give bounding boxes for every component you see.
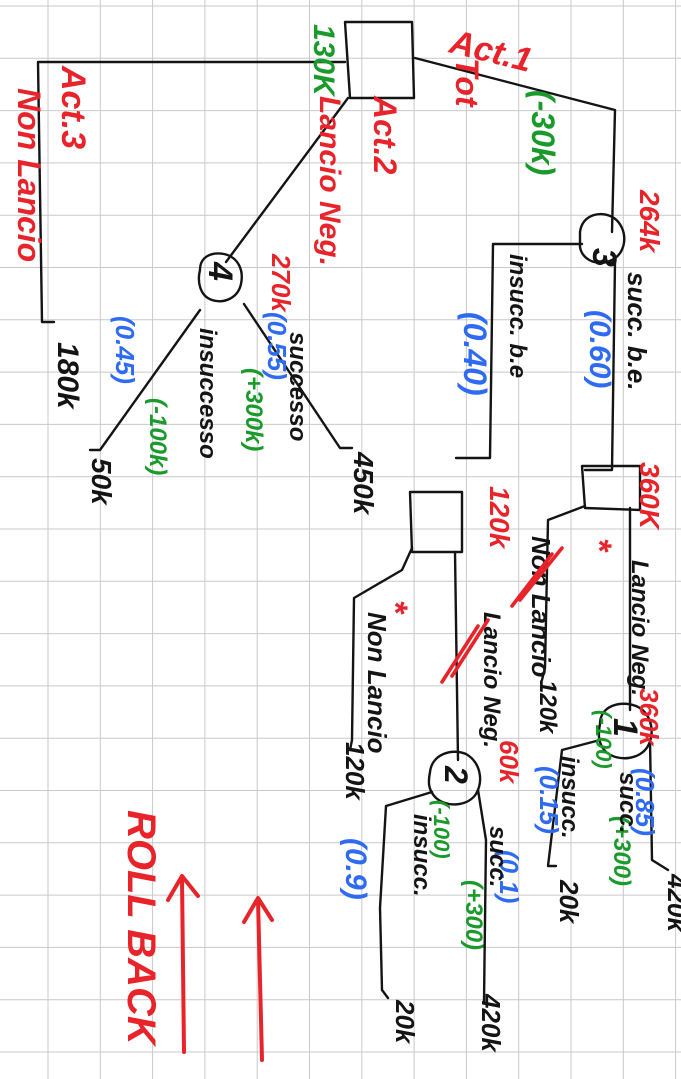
succ-be-label: succ. b.e. (622, 272, 652, 391)
branch-b-lancio (453, 550, 460, 762)
lancio-neg-top-label: Lancio Neg. (626, 560, 653, 696)
branch-node3-insucc (454, 242, 584, 460)
payoff-20k-node1: 20k (554, 879, 584, 925)
prune-mark-lancio-b2 (440, 624, 480, 684)
payoff-180k: 180k (51, 342, 84, 410)
ev-360k-label: 360K (634, 462, 665, 531)
gain-300-node2-label: (+300) (460, 880, 487, 950)
decision-node-b (408, 490, 464, 554)
decision-node-a (580, 464, 642, 512)
loss-100-node1-label: (-100) (591, 710, 616, 769)
branch-node2-insucc (378, 790, 434, 1000)
gain-300-node1-label: (+300) (608, 816, 635, 886)
prune-mark-non-lancio-a2 (510, 552, 554, 608)
branch-node1-insucc (546, 738, 602, 868)
prob-01-label: (0.1) (494, 850, 524, 903)
node-3-number: 3 (585, 248, 623, 267)
branch-b-non-lancio (348, 546, 414, 752)
branch-act3 (36, 60, 347, 324)
chance-node-4 (197, 252, 243, 303)
roll-back-arrow-upper (166, 874, 200, 1054)
star-non-lancio: * (376, 600, 414, 615)
payoff-420k-node2: 420k (476, 993, 506, 1053)
cost-130k-label: 130K (307, 24, 340, 98)
cost-minus-30k-label: (-30k) (525, 90, 561, 175)
gain-300k-node4-label: (+300k) (240, 368, 267, 451)
pruned-marks (440, 546, 564, 684)
tree-branches (36, 20, 670, 1004)
prob-055-label: (0.55) (262, 312, 292, 380)
ev-360k-node1-label: 360k (634, 688, 664, 747)
payoff-450k: 450k (348, 451, 379, 516)
payoff-120k-bottom: 120k (340, 742, 370, 801)
succ-node1-label: succ. (614, 772, 641, 833)
payoff-420k: 420k (662, 873, 681, 933)
prune-mark-lancio-b1 (450, 618, 490, 678)
prob-060-label: (0.60) (583, 310, 616, 388)
insuccesso-node4-label: insuccesso (194, 328, 221, 459)
branch-act1-tot (413, 56, 617, 234)
chance-node-2 (427, 750, 482, 806)
ev-120k-label: 120k (484, 486, 515, 550)
loss-100-node2-label: (-100) (429, 800, 454, 859)
prob-015-label: (0.15) (534, 766, 564, 834)
roll-back-arrow-lower (242, 896, 274, 1062)
succ-node2-label: succ. (484, 826, 511, 887)
lancio-neg-act2-label: Lancio Neg. (313, 96, 346, 266)
prob-085-label: (0.85) (630, 768, 660, 836)
roll-back-arrows (166, 874, 274, 1062)
non-lancio-bottom-label: Non Lancio (362, 612, 392, 754)
branch-node4-success (242, 302, 354, 450)
branch-node4-failure (88, 308, 202, 452)
decision-node-root (343, 20, 416, 100)
successo-node4-label: successo (284, 332, 311, 441)
node-2-number: 2 (438, 765, 474, 784)
insucc-node2-label: insucc. (408, 814, 435, 897)
payoff-20k-node2: 20k (390, 999, 420, 1045)
prob-09-label: (0.9) (339, 838, 372, 900)
branch-act2 (224, 96, 350, 264)
star-lancio-neg: * (580, 538, 618, 553)
prob-040-label: (0.40) (457, 312, 493, 396)
insucc-node1-label: insucc. (556, 756, 583, 839)
insucc-be-label: insucc. b.e (504, 254, 531, 378)
branch-a-non-lancio (540, 504, 587, 682)
ev-270k-label: 270k (266, 253, 296, 313)
payoff-50k: 50k (86, 458, 117, 506)
node-1-number: 1 (606, 718, 644, 737)
act2-label: Act.2 (367, 95, 403, 174)
non-lancio-act3-label: Non Lancio (11, 88, 47, 262)
branch-node3-succ (583, 260, 617, 472)
tot-label: Tot (449, 58, 485, 108)
payoff-120k-mid: 120k (534, 680, 561, 735)
roll-back-label: ROLL BACK (119, 810, 163, 1048)
ev-264k-label: 264k (634, 189, 665, 254)
ev-60k-label: 60k (494, 740, 524, 785)
lancio-neg-bottom-label: Lancio Neg. (478, 612, 505, 748)
branch-node1-succ (648, 738, 670, 872)
branch-node2-succ (476, 788, 488, 1004)
prob-045-label: (0.45) (110, 316, 140, 384)
prune-mark-non-lancio-a1 (518, 546, 564, 602)
chance-node-3 (578, 212, 626, 265)
chance-node-1 (597, 702, 653, 760)
act3-label: Act.3 (54, 65, 92, 149)
loss-100k-node4-label: (-100k) (144, 398, 171, 475)
node-4-number: 4 (201, 261, 239, 281)
